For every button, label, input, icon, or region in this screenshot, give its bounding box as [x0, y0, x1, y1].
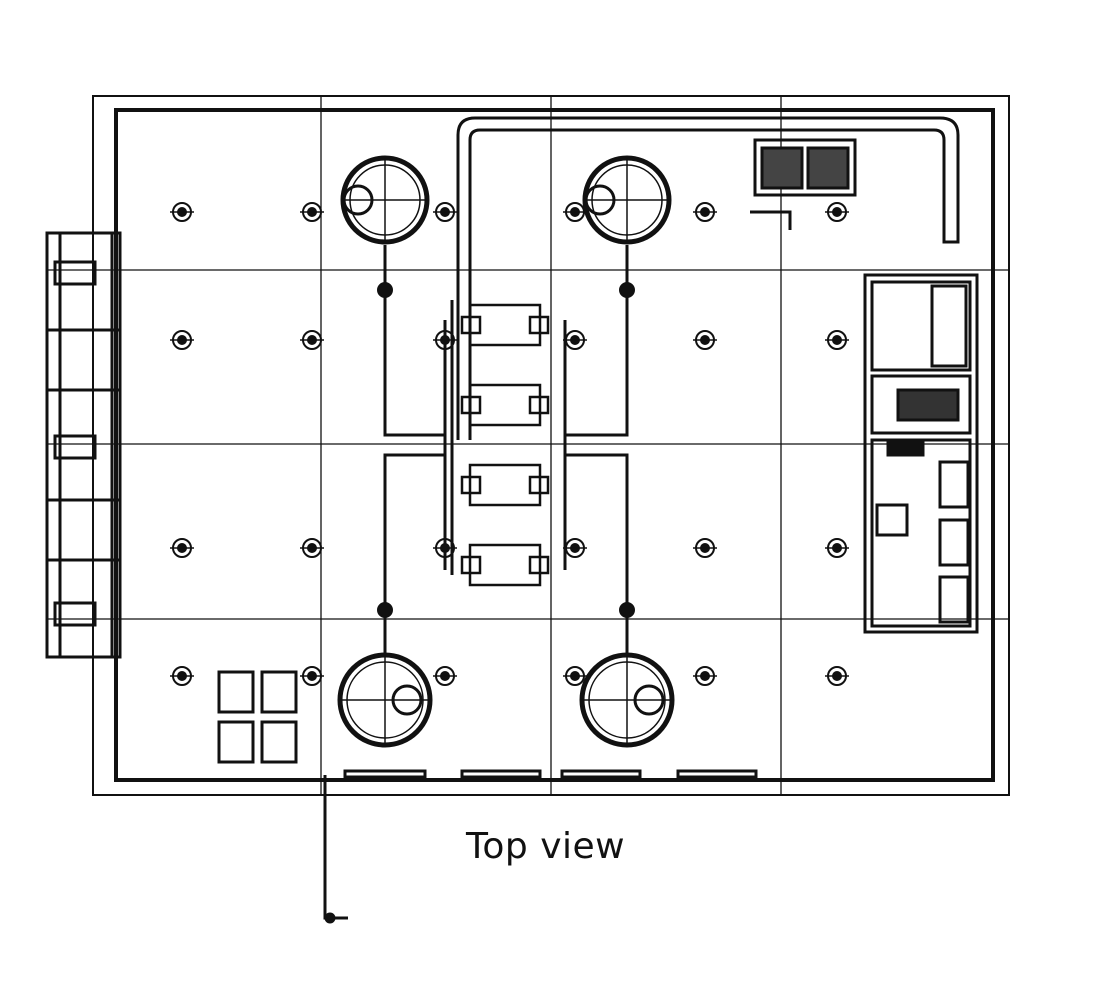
column-marker: [170, 330, 194, 350]
tanks: [337, 155, 675, 748]
inner-wall: [114, 108, 995, 782]
column-marker: [300, 538, 324, 558]
tank: [340, 155, 430, 298]
filter-units: [460, 303, 550, 587]
column-marker: [693, 330, 717, 350]
main-pipe: [456, 116, 960, 440]
column-marker: [300, 330, 324, 350]
column-marker: [300, 666, 324, 686]
filter-unit: [460, 303, 550, 347]
view-caption: Top view: [466, 826, 626, 867]
column-marker: [693, 538, 717, 558]
right-room: [863, 273, 979, 634]
pumps: [217, 670, 298, 764]
bottom-grates: [323, 769, 758, 924]
column-marker: [825, 666, 849, 686]
column-marker: [170, 666, 194, 686]
filter-unit: [460, 543, 550, 587]
control-cabinet: [750, 138, 857, 230]
column-marker: [693, 202, 717, 222]
tank: [582, 155, 672, 298]
column-marker: [825, 330, 849, 350]
left-platform: [45, 231, 122, 659]
column-marker: [563, 330, 587, 350]
column-marker: [825, 538, 849, 558]
grid-lines: [47, 96, 1009, 795]
column-marker: [433, 666, 457, 686]
column-marker: [563, 666, 587, 686]
column-marker: [170, 538, 194, 558]
filter-unit: [460, 463, 550, 507]
column-marker: [693, 666, 717, 686]
column-marker: [170, 202, 194, 222]
column-marker: [563, 538, 587, 558]
column-marker: [825, 202, 849, 222]
vertical-pipes: [383, 245, 629, 655]
filter-unit: [460, 383, 550, 427]
column-marker: [563, 202, 587, 222]
column-marker: [433, 202, 457, 222]
column-marker: [300, 202, 324, 222]
